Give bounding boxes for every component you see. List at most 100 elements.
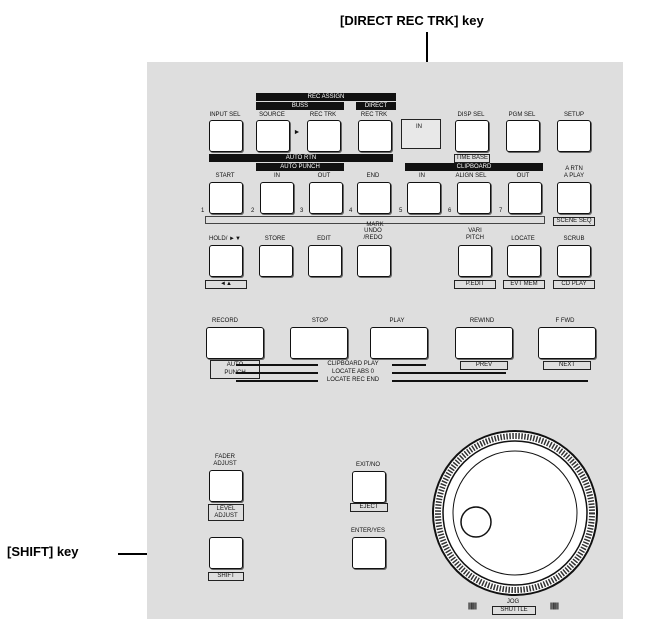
- play-label: PLAY: [389, 318, 405, 324]
- level-label: LEVEL: [216, 506, 236, 512]
- rec-trk-key[interactable]: [307, 120, 341, 152]
- edit-key[interactable]: [308, 245, 342, 277]
- align-sel-key[interactable]: [457, 182, 491, 214]
- shift-key[interactable]: [209, 537, 243, 569]
- a-play-label: A PLAY: [563, 173, 585, 179]
- input-sel-label: INPUT SEL: [209, 112, 241, 118]
- align-sel-label: ALIGN SEL: [455, 173, 487, 179]
- scrub-label: SCRUB: [563, 236, 585, 242]
- locate-key[interactable]: [507, 245, 541, 277]
- stop-label: STOP: [311, 318, 329, 324]
- scrub-key[interactable]: [557, 245, 591, 277]
- num-1: 1: [201, 208, 205, 214]
- input-sel-key[interactable]: [209, 120, 243, 152]
- exit-no-label: EXIT/NO: [355, 462, 380, 468]
- direct-rec-trk-label: REC TRK: [360, 112, 388, 118]
- vari-label: VARI: [468, 228, 482, 234]
- buss-bar: BUSS: [256, 102, 344, 110]
- jog-ticks-right-icon: ||||||||||: [549, 603, 559, 610]
- rewind-label: REWIND: [469, 318, 495, 324]
- cb-out-label: OUT: [516, 173, 530, 179]
- end-key[interactable]: [357, 182, 391, 214]
- hold-label: HOLD/ ►▼: [209, 236, 241, 242]
- num-4: 4: [349, 208, 353, 214]
- source-key[interactable]: [256, 120, 290, 152]
- locate-rec-end-line-right: [392, 380, 588, 382]
- stop-key[interactable]: [290, 327, 348, 359]
- shuttle-box: SHUTTLE: [492, 606, 536, 615]
- adjust-label: ADJUST: [213, 461, 237, 467]
- hold-key[interactable]: [209, 245, 243, 277]
- fader-adjust-key[interactable]: [209, 470, 243, 502]
- in-label: IN: [274, 173, 280, 179]
- record-label: RECORD: [211, 318, 238, 324]
- cd-play-box: CD PLAY: [553, 280, 595, 289]
- play-key[interactable]: [370, 327, 428, 359]
- shift-callout: [SHIFT] key: [7, 544, 79, 559]
- eject-box: EJECT: [350, 503, 388, 512]
- a-rtn-key[interactable]: [557, 182, 591, 214]
- jog-shuttle-wheel[interactable]: [430, 428, 600, 598]
- mark-label: MARK: [366, 222, 384, 228]
- auto-punch-bar: AUTO PUNCH: [256, 163, 344, 171]
- direct-rec-trk-key[interactable]: [358, 120, 392, 152]
- clipboard-play-line-right: [392, 364, 426, 366]
- auto-punch-box: AUTO PUNCH: [210, 360, 260, 379]
- clipboard-play-label: CLIPBOARD PLAY: [327, 361, 379, 367]
- cb-out-key[interactable]: [508, 182, 542, 214]
- rewind-key[interactable]: [455, 327, 513, 359]
- hold-sub-box: ◄▲: [205, 280, 247, 289]
- adjust2-label: ADJUST: [214, 513, 238, 519]
- pgm-sel-label: PGM SEL: [508, 112, 536, 118]
- locate-label: LOCATE: [511, 236, 535, 242]
- locate-abs0-line-left: [236, 372, 318, 374]
- enter-yes-key[interactable]: [352, 537, 386, 569]
- pitch-label: PITCH: [466, 235, 484, 241]
- cb-in-key[interactable]: [407, 182, 441, 214]
- direct-bar: DIRECT: [356, 102, 396, 110]
- exit-no-key[interactable]: [352, 471, 386, 503]
- setup-key[interactable]: [557, 120, 591, 152]
- pgm-sel-key[interactable]: [506, 120, 540, 152]
- evt-mem-box: EVT MEM: [503, 280, 545, 289]
- ffwd-key[interactable]: [538, 327, 596, 359]
- num-7: 7: [499, 208, 503, 214]
- edit-label: EDIT: [317, 236, 331, 242]
- num-2: 2: [251, 208, 255, 214]
- store-key[interactable]: [259, 245, 293, 277]
- record-key[interactable]: [206, 327, 264, 359]
- end-label: END: [366, 173, 380, 179]
- level-adjust-box: LEVEL ADJUST: [208, 504, 244, 521]
- locate-abs0-label: LOCATE ABS 0: [332, 369, 374, 375]
- rec-assign-bar: REC ASSIGN: [256, 93, 396, 101]
- in-indicator: IN: [401, 119, 441, 149]
- num-3: 3: [300, 208, 304, 214]
- jog-ticks-left-icon: ||||||||||: [467, 603, 477, 610]
- redo-label: /REDO: [363, 235, 383, 241]
- direct-rec-trk-callout: [DIRECT REC TRK] key: [340, 13, 484, 28]
- out-key[interactable]: [309, 182, 343, 214]
- rec-trk-label: REC TRK: [309, 112, 337, 118]
- store-label: STORE: [264, 236, 286, 242]
- start-key[interactable]: [209, 182, 243, 214]
- punch-label: PUNCH: [224, 370, 246, 376]
- auto-rtn-bar: AUTO RTN: [209, 154, 393, 162]
- fader-label: FADER: [214, 454, 235, 460]
- enter-yes-label: ENTER/YES: [350, 528, 385, 534]
- mark-box: [205, 216, 545, 224]
- vari-pitch-key[interactable]: [458, 245, 492, 277]
- num-5: 5: [399, 208, 403, 214]
- arrow-right-icon: ►: [293, 129, 301, 136]
- disp-sel-label: DISP SEL: [457, 112, 485, 118]
- undo-redo-key[interactable]: [357, 245, 391, 277]
- disp-sel-key[interactable]: [455, 120, 489, 152]
- setup-label: SETUP: [563, 112, 584, 118]
- locate-rec-end-label: LOCATE REC END: [326, 377, 380, 383]
- jog-label: JOG: [506, 599, 520, 605]
- out-label: OUT: [317, 173, 331, 179]
- in-key[interactable]: [260, 182, 294, 214]
- locate-abs0-line-right: [392, 372, 506, 374]
- shift-box: SHIFT: [208, 572, 244, 581]
- start-label: START: [215, 173, 235, 179]
- source-label: SOURCE: [259, 112, 285, 118]
